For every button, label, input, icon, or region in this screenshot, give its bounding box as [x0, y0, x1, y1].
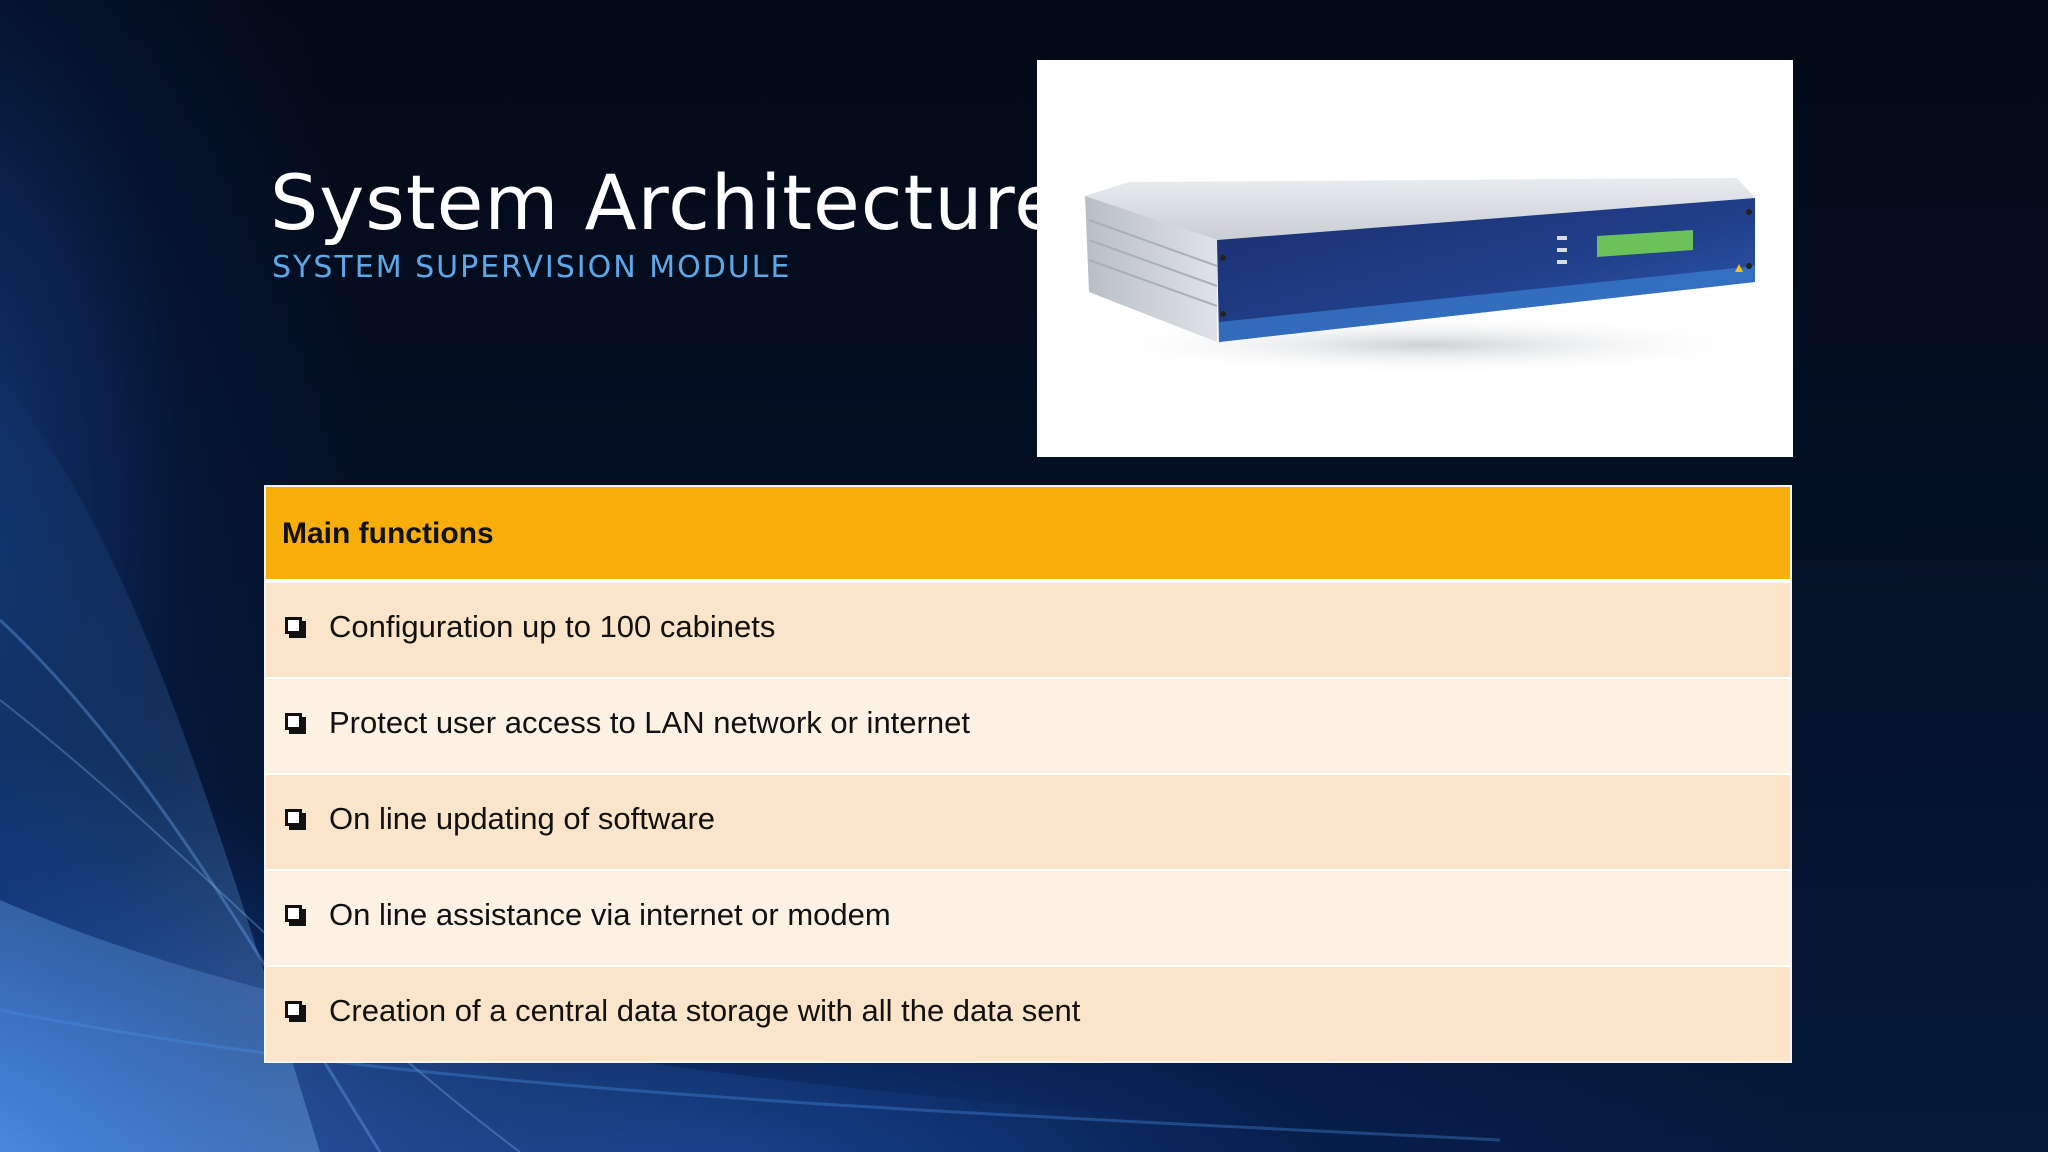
checkbox-icon [285, 1001, 302, 1018]
main-functions-table: Main functions Configuration up to 100 c… [264, 485, 1792, 1063]
checkbox-icon [285, 809, 302, 826]
row-text: Protect user access to LAN network or in… [329, 705, 970, 740]
table-header: Main functions [266, 487, 1790, 579]
checkbox-icon [285, 713, 302, 730]
table-row: Configuration up to 100 cabinets [266, 583, 1790, 677]
table-header-label: Main functions [282, 517, 494, 550]
row-text: On line assistance via internet or modem [329, 897, 891, 932]
checkbox-icon [285, 905, 302, 922]
row-text: Configuration up to 100 cabinets [329, 609, 776, 644]
row-text: On line updating of software [329, 801, 716, 836]
checkbox-icon [285, 617, 302, 634]
slide-subtitle: SYSTEM SUPERVISION MODULE [272, 250, 792, 285]
slide-title: System Architecture [270, 158, 1062, 247]
device-photo [1037, 60, 1793, 457]
table-row: On line assistance via internet or modem [266, 871, 1790, 965]
table-row: Protect user access to LAN network or in… [266, 679, 1790, 773]
table-row: On line updating of software [266, 775, 1790, 869]
table-row: Creation of a central data storage with … [266, 967, 1790, 1061]
row-text: Creation of a central data storage with … [329, 993, 1081, 1028]
